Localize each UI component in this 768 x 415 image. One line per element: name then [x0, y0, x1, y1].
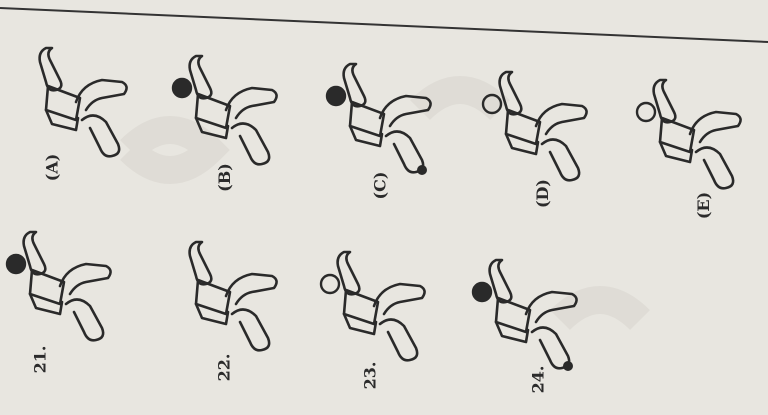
- head-circle: [637, 103, 655, 121]
- seated-figure-icon: [468, 240, 598, 380]
- problem-21-figure: [2, 212, 132, 352]
- problem-24-label: 24.: [528, 366, 547, 394]
- option-c-figure[interactable]: [322, 44, 452, 184]
- problem-23-label: 23.: [360, 362, 379, 390]
- option-e-figure[interactable]: [632, 60, 762, 200]
- option-b-figure[interactable]: [168, 36, 298, 176]
- head-circle: [321, 275, 339, 293]
- head-circle: [7, 255, 25, 273]
- problem-24-figure: [468, 240, 598, 380]
- foot-dot: [417, 165, 427, 175]
- seated-figure-icon: [322, 44, 452, 184]
- option-b-label: (B): [215, 163, 234, 192]
- option-e-label: (E): [694, 192, 713, 219]
- seated-figure-icon: [478, 52, 608, 192]
- option-a-figure[interactable]: [18, 28, 148, 168]
- problem-22-label: 22.: [214, 354, 233, 382]
- head-circle: [473, 283, 491, 301]
- seated-figure-icon: [2, 212, 132, 352]
- option-c-label: (C): [370, 172, 389, 200]
- head-circle: [483, 95, 501, 113]
- problem-21-label: 21.: [30, 346, 49, 374]
- head-circle: [327, 87, 345, 105]
- option-d-figure[interactable]: [478, 52, 608, 192]
- head-circle: [173, 79, 191, 97]
- option-a-label: (A): [42, 154, 61, 182]
- seated-figure-icon: [316, 232, 446, 372]
- seated-figure-icon: [168, 36, 298, 176]
- problem-23-figure: [316, 232, 446, 372]
- foot-dot: [563, 361, 573, 371]
- seated-figure-icon: [632, 60, 762, 200]
- seated-figure-icon: [18, 28, 148, 168]
- seated-figure-icon: [168, 222, 298, 362]
- option-d-label: (D): [533, 179, 552, 208]
- problem-22-figure: [168, 222, 298, 362]
